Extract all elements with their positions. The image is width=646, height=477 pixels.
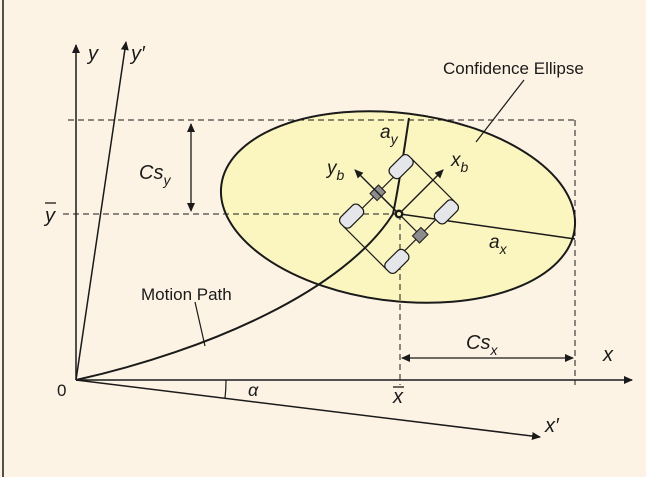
robot-center-ring (397, 212, 401, 216)
motion-path-label: Motion Path (141, 285, 232, 304)
robot-wheel-front-right (384, 248, 410, 275)
cs-x-label: Csx (466, 332, 498, 358)
body-x-axis-arrow (398, 169, 444, 215)
robot-wheel-front-left (338, 203, 365, 229)
y-prime-axis (75, 41, 129, 381)
robot-wheel-rear-left (388, 153, 414, 180)
alpha-angle-arc (224, 379, 227, 399)
a-y-label: ay (380, 122, 399, 147)
confidence-ellipse (219, 110, 577, 304)
confidence-ellipse-label: Confidence Ellipse (443, 59, 584, 78)
robot-drive-hub-bottom (411, 226, 429, 244)
alpha-label: α (248, 380, 259, 400)
body-y-axis-arrow (354, 169, 400, 215)
y-prime-axis-label: y′ (129, 43, 146, 65)
y-axis-label: y (86, 43, 99, 65)
x-prime-axis-label: x′ (544, 415, 560, 437)
x-prime-axis (75, 379, 541, 440)
x-axis-label: x (602, 344, 614, 366)
x-b-label: xb (450, 150, 469, 175)
cs-y-label: Csy (139, 162, 171, 188)
a-x-label: ax (489, 232, 508, 257)
robot-wheel-rear-right (433, 199, 460, 225)
confidence-ellipse-leader-line (475, 79, 525, 143)
y-bar-label: y (43, 205, 56, 227)
y-b-label: yb (325, 158, 345, 183)
origin-label: 0 (57, 381, 66, 400)
motion-path-leader-line (194, 301, 206, 347)
ellipse-semi-major-axis (399, 213, 576, 240)
x-bar-label: x (392, 386, 404, 408)
